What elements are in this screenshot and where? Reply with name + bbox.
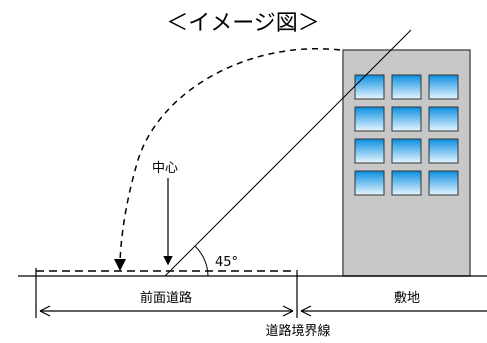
road-boundary-label: 道路境界線: [265, 323, 330, 339]
window: [391, 74, 422, 100]
building: [342, 49, 471, 277]
window: [391, 106, 422, 132]
diagram-title: ＜イメージ図＞: [166, 11, 320, 36]
window: [354, 106, 385, 132]
window: [428, 106, 459, 132]
window: [354, 170, 385, 196]
building-windows: [354, 74, 459, 196]
window: [391, 170, 422, 196]
angle-arc: [194, 245, 209, 277]
window: [428, 74, 459, 100]
site-label: 敷地: [394, 291, 420, 306]
window: [428, 170, 459, 196]
front-road-label: 前面道路: [140, 290, 192, 306]
front-road-dim-right-arrowhead: [282, 305, 294, 317]
window: [391, 138, 422, 164]
window: [428, 138, 459, 164]
slant-line-45: [164, 29, 412, 277]
front-road-dim-left-arrowhead: [39, 305, 51, 317]
window: [354, 74, 385, 100]
center-label: 中心: [152, 161, 178, 176]
site-dim-left-arrowhead: [300, 305, 312, 317]
angle-label: 45°: [215, 255, 238, 270]
window: [354, 138, 385, 164]
rotation-dashed-arrow: [114, 48, 341, 271]
